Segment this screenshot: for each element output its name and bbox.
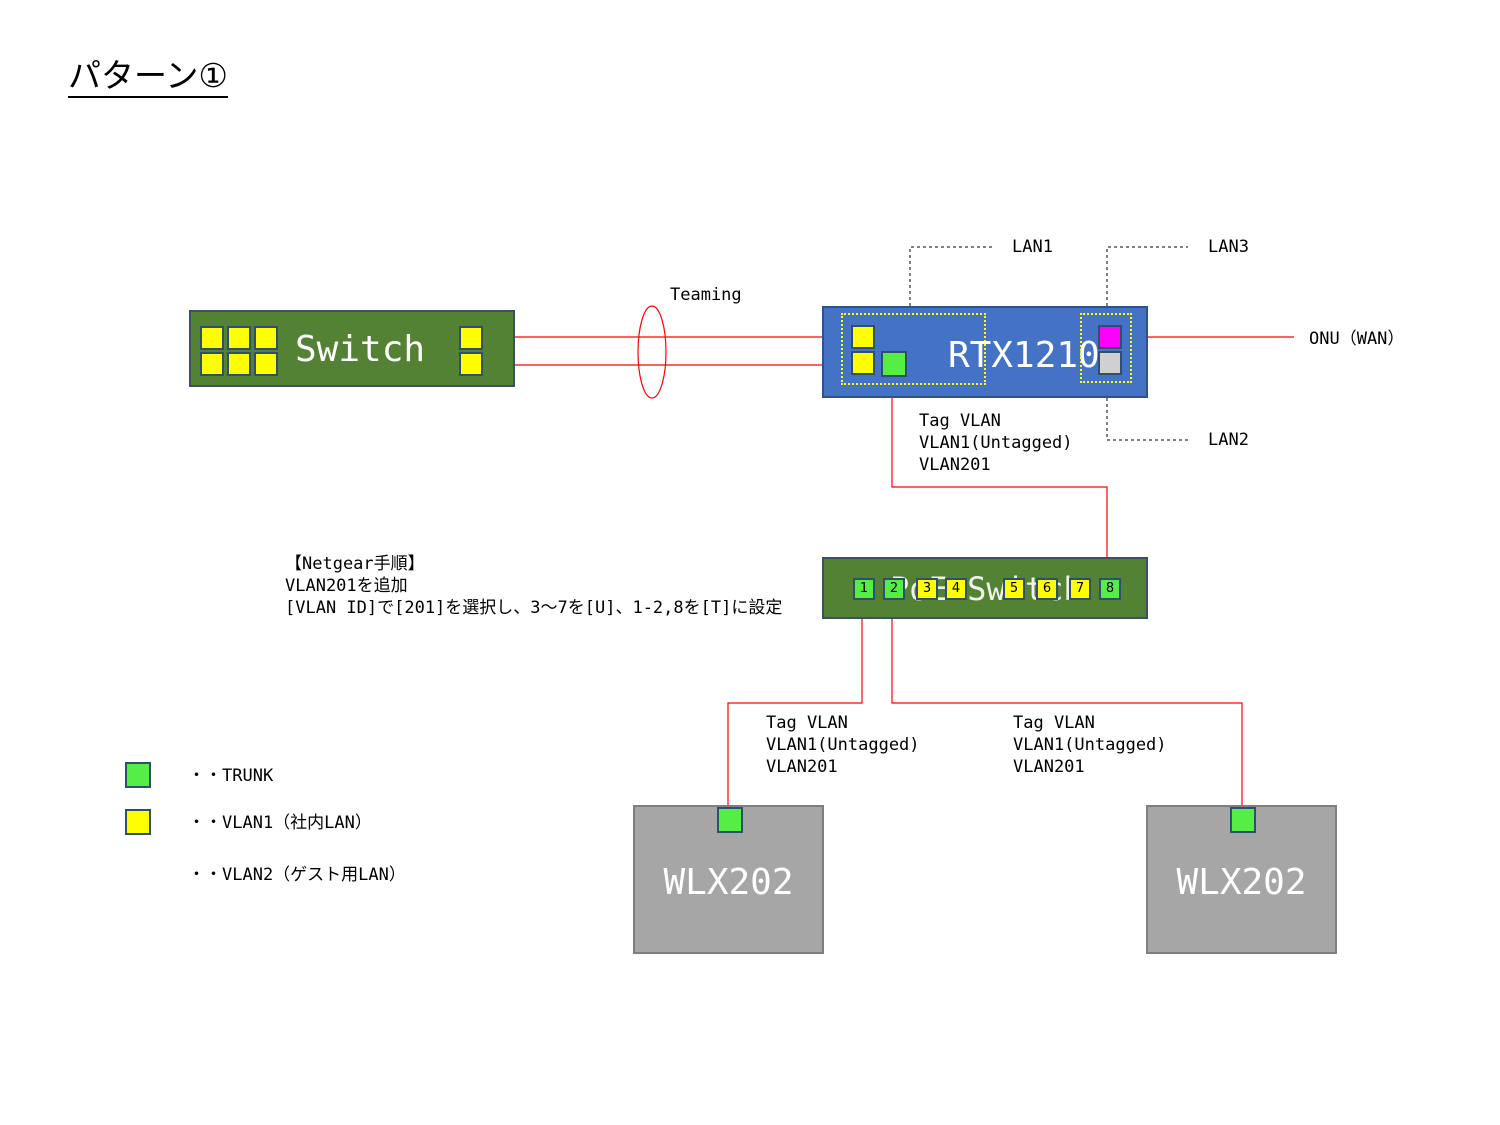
poe-port-2: 2	[883, 578, 905, 600]
switch-port	[227, 352, 251, 376]
teaming-ellipse	[637, 305, 667, 399]
ap-right-link-line2: VLAN1(Untagged)	[1013, 735, 1167, 755]
poe-ap-left-link	[727, 598, 863, 818]
router-trunk-port	[881, 351, 907, 377]
ap-left-link-line2: VLAN1(Untagged)	[766, 735, 920, 755]
poe-port-3: 3	[916, 578, 938, 600]
poe-port-8: 8	[1099, 578, 1121, 600]
router-poe-link	[891, 378, 1108, 588]
lan1-callout	[909, 246, 994, 312]
ap-right-label: WLX202	[1176, 862, 1307, 903]
ap-right-link-line1: Tag VLAN	[1013, 713, 1095, 733]
procedure-step1: VLAN201を追加	[285, 576, 408, 596]
poe-port-5: 5	[1003, 578, 1025, 600]
lan3-callout	[1106, 246, 1188, 312]
switch-port	[200, 352, 224, 376]
switch-port	[254, 352, 278, 376]
switch-port	[200, 326, 224, 350]
page-title: パターン①	[68, 56, 228, 98]
legend-vlan1-swatch	[125, 809, 151, 835]
poe-ap-right-link	[891, 598, 1243, 818]
ap-left-port	[717, 807, 743, 833]
switch-port	[254, 326, 278, 350]
ap-left-label: WLX202	[663, 862, 794, 903]
ap-left-link-line1: Tag VLAN	[766, 713, 848, 733]
lan1-group-outline	[841, 313, 986, 385]
router-lan2-port	[1098, 351, 1122, 375]
legend-vlan1-label: ・・VLAN1（社内LAN）	[188, 813, 372, 833]
access-point-left: WLX202	[633, 805, 824, 954]
switch-uplink-port	[459, 352, 483, 376]
lan1-callout-label: LAN1	[1012, 237, 1053, 257]
router-lan1-port	[851, 351, 875, 375]
access-point-right: WLX202	[1146, 805, 1337, 954]
router-device: RTX1210	[822, 306, 1148, 398]
switch-device: Switch	[189, 310, 515, 387]
router-lan1-port	[851, 325, 875, 349]
legend-vlan2-label: ・・VLAN2（ゲスト用LAN）	[188, 865, 406, 885]
teaming-label: Teaming	[670, 285, 742, 305]
router-link-text: Tag VLAN VLAN1(Untagged) VLAN201	[919, 410, 1073, 476]
lan3-lan2-group-outline	[1080, 313, 1132, 383]
legend-trunk-label: ・・TRUNK	[188, 766, 274, 786]
switch-label: Switch	[295, 329, 426, 370]
legend-trunk-swatch	[125, 762, 151, 788]
router-link-line1: Tag VLAN	[919, 411, 1001, 431]
ap-left-link-line3: VLAN201	[766, 757, 838, 777]
ap-right-link-text: Tag VLAN VLAN1(Untagged) VLAN201	[1013, 712, 1167, 778]
ap-right-port	[1230, 807, 1256, 833]
router-link-line2: VLAN1(Untagged)	[919, 433, 1073, 453]
lan3-callout-label: LAN3	[1208, 237, 1249, 257]
router-wan-port	[1098, 325, 1122, 349]
poe-port-1: 1	[853, 578, 875, 600]
switch-port	[227, 326, 251, 350]
router-link-line3: VLAN201	[919, 455, 991, 475]
lan2-callout	[1106, 392, 1188, 441]
router-label: RTX1210	[948, 335, 1100, 376]
netgear-procedure: 【Netgear手順】 VLAN201を追加 [VLAN ID]で[201]を選…	[285, 553, 782, 619]
switch-uplink-port	[459, 326, 483, 350]
poe-port-6: 6	[1036, 578, 1058, 600]
procedure-heading: 【Netgear手順】	[285, 554, 425, 574]
onu-label: ONU（WAN）	[1309, 329, 1405, 349]
lan2-callout-label: LAN2	[1208, 430, 1249, 450]
poe-port-7: 7	[1069, 578, 1091, 600]
ap-right-link-line3: VLAN201	[1013, 757, 1085, 777]
poe-port-4: 4	[945, 578, 967, 600]
procedure-step2: [VLAN ID]で[201]を選択し、3～7を[U]、1-2,8を[T]に設定	[285, 598, 783, 618]
ap-left-link-text: Tag VLAN VLAN1(Untagged) VLAN201	[766, 712, 920, 778]
